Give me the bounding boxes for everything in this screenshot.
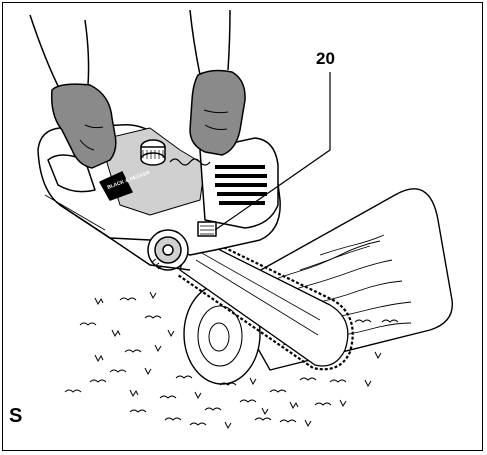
chain-top xyxy=(177,229,354,371)
grass xyxy=(64,291,399,430)
panel-letter: S xyxy=(9,405,23,427)
sprocket-cover xyxy=(147,229,189,271)
tension-knob xyxy=(197,221,217,237)
oil-cap xyxy=(140,139,166,166)
vent-slots xyxy=(215,165,267,205)
callout-label-20: 20 xyxy=(316,49,335,68)
bar-body xyxy=(179,234,349,367)
operator-hands xyxy=(29,9,246,169)
log-ring xyxy=(197,305,243,367)
right-arm xyxy=(189,9,201,76)
cable-spring xyxy=(169,158,211,166)
callout-leader xyxy=(214,72,331,231)
left-arm xyxy=(29,14,61,91)
guide-bar xyxy=(177,229,354,371)
left-glove xyxy=(50,83,117,169)
